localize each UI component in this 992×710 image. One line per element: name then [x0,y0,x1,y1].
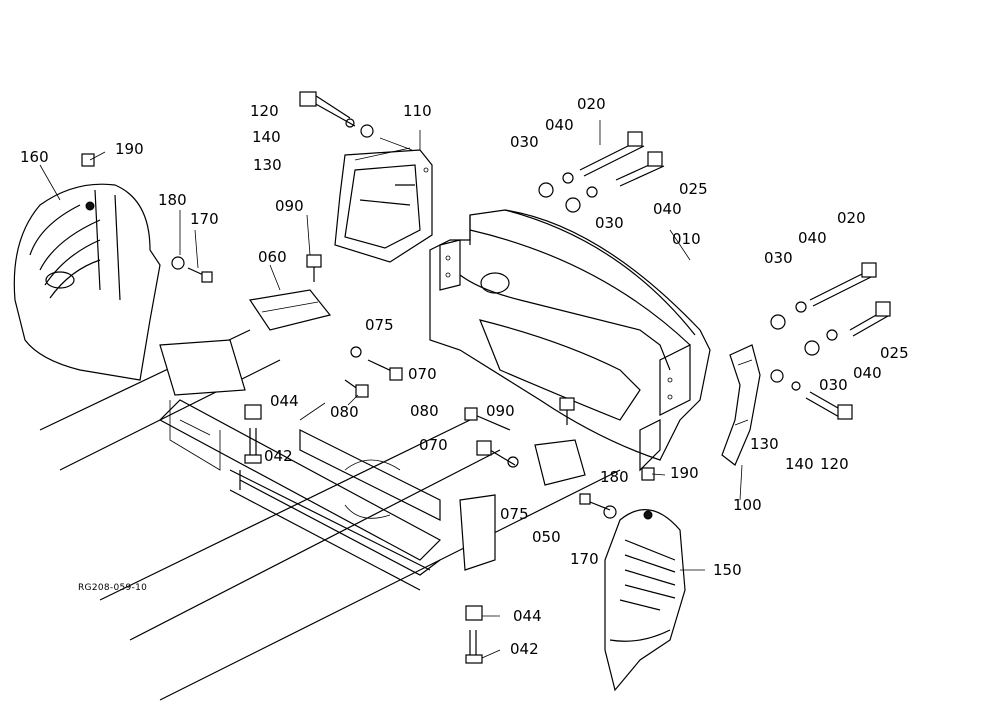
label-030: 030 [819,376,848,394]
label-040: 040 [798,229,827,247]
label-070: 070 [408,365,437,383]
label-025: 025 [880,344,909,362]
label-060: 060 [258,248,287,266]
label-030: 030 [595,214,624,232]
label-075: 075 [500,505,529,523]
label-140: 140 [252,128,281,146]
label-180: 180 [158,191,187,209]
label-042: 042 [510,640,539,658]
label-100: 100 [733,496,762,514]
fasteners [81,91,891,664]
label-010: 010 [672,230,701,248]
label-040: 040 [853,364,882,382]
label-190: 190 [115,140,144,158]
label-030: 030 [510,133,539,151]
label-025: 025 [679,180,708,198]
label-120: 120 [250,102,279,120]
label-090: 090 [275,197,304,215]
label-120: 120 [820,455,849,473]
label-090: 090 [486,402,515,420]
label-140: 140 [785,455,814,473]
label-020: 020 [577,95,606,113]
label-160: 160 [20,148,49,166]
label-080: 080 [330,403,359,421]
bracket-110 [334,149,433,263]
label-042: 042 [264,447,293,465]
reference-code: RG208-059-10 [78,583,148,593]
label-040: 040 [653,200,682,218]
label-130: 130 [750,435,779,453]
brackets [159,289,586,571]
label-130: 130 [253,156,282,174]
label-170: 170 [190,210,219,228]
label-030: 030 [764,249,793,267]
cover-100 [721,344,761,466]
panel-010 [429,209,711,472]
label-080: 080 [410,402,439,420]
label-070: 070 [419,436,448,454]
label-150: 150 [713,561,742,579]
label-044: 044 [513,607,542,625]
label-170: 170 [570,550,599,568]
label-110: 110 [403,102,432,120]
label-075: 075 [365,316,394,334]
leader-lines [39,120,743,659]
label-190: 190 [670,464,699,482]
label-040: 040 [545,116,574,134]
label-044: 044 [270,392,299,410]
label-180: 180 [600,468,629,486]
label-050: 050 [532,528,561,546]
side-cover-150 [604,509,686,692]
side-cover-160 [13,183,161,381]
chassis-frame [39,329,621,701]
label-020: 020 [837,209,866,227]
